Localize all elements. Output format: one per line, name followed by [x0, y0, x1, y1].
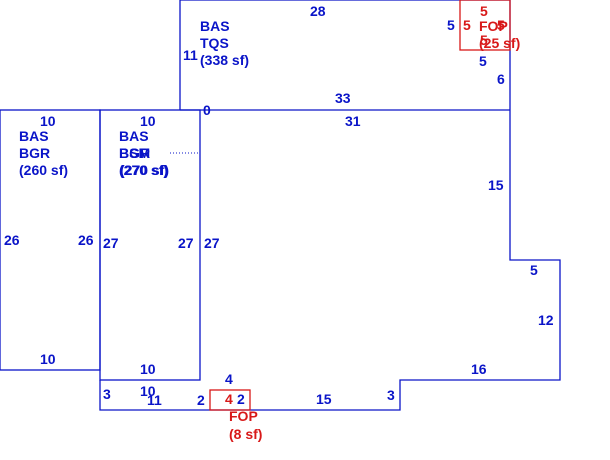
- dim-tqs-left-11: 11: [183, 47, 198, 63]
- dim-mid-33: 33: [335, 90, 351, 106]
- bgr-code: BAS: [19, 128, 49, 144]
- dim-top-28: 28: [310, 3, 326, 19]
- fop-bottom-area: (8 sf): [229, 426, 262, 442]
- bsm-outline: [99, 109, 201, 381]
- dim-fop-top-5-bottom: 5: [480, 32, 488, 48]
- dim-bottom-15: 15: [316, 391, 332, 407]
- dim-step-5: 5: [530, 262, 538, 278]
- dim-right-12: 12: [538, 312, 554, 328]
- dim-zero: 0: [203, 102, 211, 118]
- dim-bottom-11: 11: [147, 392, 162, 408]
- tqs-name: TQS: [200, 35, 229, 51]
- dim-right-27: 27: [204, 235, 220, 251]
- bgr-area: (260 sf): [19, 162, 68, 178]
- dim-fop-top-5-left: 5: [447, 17, 455, 33]
- dim-bgr-right-26: 26: [78, 232, 94, 248]
- dim-bsm-right-27: 27: [178, 235, 194, 251]
- bgr-name: BGR: [19, 145, 50, 161]
- dim-bsm-bottom-10: 10: [140, 361, 156, 377]
- dim-fop-top-5-left-inner: 5: [463, 17, 471, 33]
- dim-bgr-left-26: 26: [4, 232, 20, 248]
- dim-fop-bottom-4: 4: [225, 391, 233, 407]
- dim-bgr-bottom-10: 10: [40, 351, 56, 367]
- main-outline: [99, 0, 561, 411]
- dim-porch-left-2: 2: [197, 392, 205, 408]
- bgr2-area-b: (270 sf): [120, 162, 169, 178]
- fop-bottom-outline: [209, 389, 251, 411]
- dim-bottom-10: 10: [140, 383, 156, 399]
- dim-bsm-top-10: 10: [140, 113, 156, 129]
- bgr2-area-a: (270 sf): [119, 162, 168, 178]
- dim-fop-top-5-top: 5: [480, 3, 488, 19]
- bgr2-code: BAS: [119, 128, 149, 144]
- fop-top-name: FOP: [479, 18, 508, 34]
- dim-tqs-right-6: 6: [497, 71, 505, 87]
- dim-fop-b-2: 2: [237, 391, 245, 407]
- dim-bottom-16: 16: [471, 361, 487, 377]
- bgr2-name-b: BSM: [119, 145, 150, 161]
- dim-bsm-left-27: 27: [103, 235, 119, 251]
- dim-bottom-left-3: 3: [103, 386, 111, 402]
- tqs-code: BAS: [200, 18, 230, 34]
- dim-main-right-15: 15: [488, 177, 504, 193]
- bgr2-name-a: BGR: [119, 145, 150, 161]
- dim-fop-top-5-right: 5: [497, 17, 505, 33]
- fop-top-area: (25 sf): [479, 35, 520, 51]
- dim-step-3-right: 3: [387, 387, 395, 403]
- dim-mid-31: 31: [345, 113, 361, 129]
- dim-porch-top-4: 4: [225, 371, 233, 387]
- fop-bottom-name: FOP: [229, 408, 258, 424]
- dim-tqs-right-5: 5: [479, 53, 487, 69]
- tqs-area: (338 sf): [200, 52, 249, 68]
- dim-bgr-top-10: 10: [40, 113, 56, 129]
- fop-top-outline: [459, 0, 511, 51]
